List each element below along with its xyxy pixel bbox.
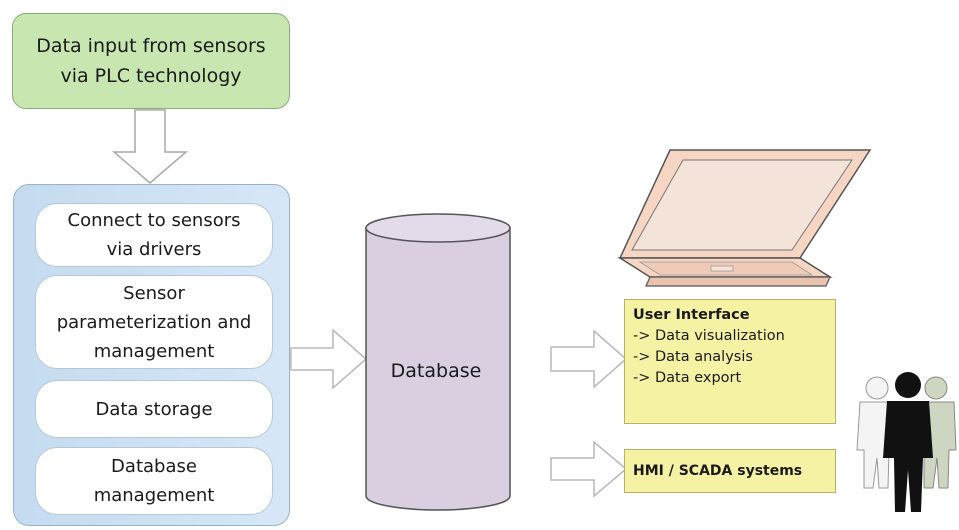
- module-label-line: Database: [111, 456, 197, 477]
- hmi-scada-label: HMI / SCADA systems: [633, 463, 803, 479]
- right-arrow-to-database: [290, 328, 368, 390]
- database-cylinder: [365, 213, 511, 511]
- module-label-line: via drivers: [106, 239, 202, 260]
- software-modules-container: Connect to sensors via drivers Sensor pa…: [13, 184, 290, 526]
- users-icon: [856, 372, 957, 512]
- right-arrow-to-hmi: [550, 440, 628, 498]
- module-label-line: parameterization and: [56, 311, 252, 333]
- ui-item-export: -> Data export: [633, 370, 742, 386]
- module-label-line: Sensor: [123, 282, 185, 304]
- sensor-input-box: Data input from sensors via PLC technolo…: [12, 13, 290, 109]
- module-label-line: management: [93, 340, 215, 362]
- sensor-input-line-2: via PLC technology: [60, 65, 242, 87]
- down-arrow: [111, 109, 189, 184]
- module-database-management: Database management: [35, 447, 273, 515]
- right-arrow-to-ui: [550, 329, 628, 389]
- laptop-icon: [617, 149, 872, 287]
- module-label-line: management: [93, 485, 215, 506]
- database-label: Database: [390, 360, 482, 382]
- hmi-scada-box: HMI / SCADA systems: [624, 449, 836, 493]
- ui-item-analysis: -> Data analysis: [633, 349, 753, 365]
- user-interface-box: User Interface -> Data visualization -> …: [624, 299, 836, 424]
- ui-item-visualization: -> Data visualization: [633, 328, 785, 344]
- module-data-storage: Data storage: [35, 380, 273, 438]
- module-sensor-parameterization: Sensor parameterization and management: [35, 275, 273, 369]
- module-label-line: Connect to sensors: [67, 210, 241, 231]
- sensor-input-line-1: Data input from sensors: [36, 35, 266, 57]
- module-connect-sensors: Connect to sensors via drivers: [35, 203, 273, 267]
- module-label-line: Data storage: [95, 398, 213, 420]
- user-interface-title: User Interface: [633, 307, 750, 323]
